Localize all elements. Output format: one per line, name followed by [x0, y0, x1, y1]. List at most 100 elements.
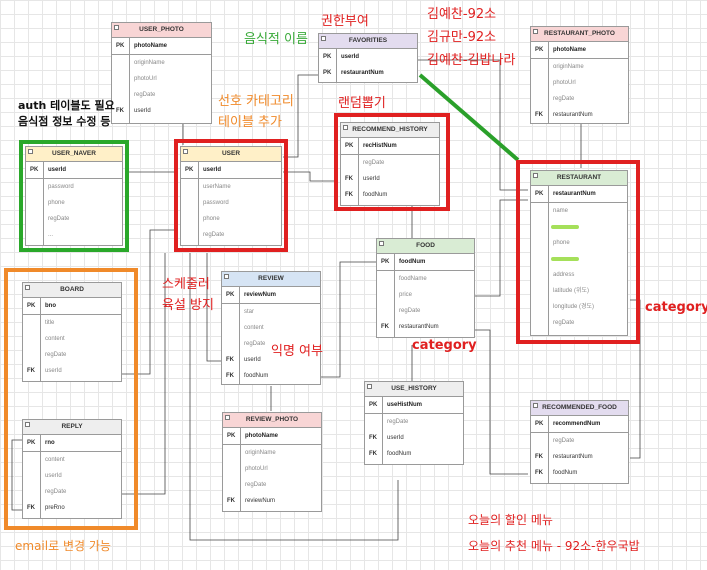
column-name: photoUrl: [553, 80, 576, 86]
annotation-people-3: 김예찬-김밥나라: [427, 53, 516, 68]
annotation-today-recommend: 오늘의 추천 메뉴 - 92소-한우국밥: [468, 539, 640, 553]
column-name: latitude (위도): [553, 288, 590, 294]
highlight-box-board-reply: [4, 268, 138, 530]
annotation-people-1: 김예찬-92소: [427, 7, 497, 22]
column-name: reviewNum: [245, 498, 276, 504]
column-name: reviewNum: [244, 292, 277, 298]
column-name: photoUrl: [134, 76, 157, 82]
column-name: userId: [134, 108, 151, 114]
column-name: regDate: [48, 216, 70, 222]
table-title: REVIEW_PHOTO: [245, 416, 299, 423]
column-name: regDate: [553, 320, 575, 326]
column-name: name: [553, 208, 569, 214]
column-name: photoName: [553, 47, 586, 53]
column-name: ...: [48, 232, 54, 238]
annotation-scheduler-1: 스케줄러: [162, 277, 210, 292]
annotation-authority: 권한부여: [321, 14, 369, 29]
annotation-auth-note-2: 음식점 정보 수정 등: [18, 115, 111, 128]
column-name: regDate: [134, 92, 156, 98]
column-name: recHistNum: [363, 143, 397, 149]
annotation-category-food: category: [412, 338, 477, 353]
table-title: USE_HISTORY: [391, 385, 437, 392]
annotation-auth-note-1: auth 테이블도 필요: [18, 99, 115, 112]
column-name: regDate: [399, 308, 421, 314]
column-name: foodNum: [363, 192, 388, 198]
column-name: useHistNum: [387, 402, 423, 408]
column-name: originName: [553, 64, 584, 70]
column-name: foodNum: [244, 373, 269, 379]
highlight-box-recommend-history: [334, 113, 450, 211]
column-name: photoName: [245, 433, 278, 439]
column-name: rno: [45, 440, 55, 446]
column-name: bno: [45, 303, 56, 309]
column-name: foodNum: [387, 451, 412, 457]
column-name: regDate: [45, 489, 67, 495]
table-title: USER: [221, 150, 241, 157]
column-name: photoUrl: [245, 466, 268, 472]
column-name: preRno: [45, 505, 65, 511]
column-name: title: [45, 320, 55, 326]
column-name: restaurantNum: [553, 191, 596, 197]
column-name: originName: [245, 450, 276, 456]
column-name: userId: [387, 435, 404, 441]
column-name: phone: [48, 200, 65, 206]
column-name: restaurantNum: [399, 324, 439, 330]
column-name: restaurantNum: [553, 454, 593, 460]
column-name: restaurantNum: [341, 70, 384, 76]
column-name: userId: [45, 368, 62, 374]
annotation-people-2: 김규만-92소: [427, 30, 497, 45]
column-name: star: [244, 309, 255, 315]
column-name: regDate: [553, 438, 575, 444]
highlight-scribble: [551, 225, 579, 229]
table-title: FAVORITIES: [348, 37, 388, 44]
annotation-category-restaurant: category: [645, 300, 707, 315]
column-name: userName: [203, 184, 231, 190]
column-name: phone: [553, 240, 570, 246]
annotation-pref-category-1: 선호 카테고리: [218, 94, 294, 109]
column-name: regDate: [363, 160, 385, 166]
annotation-random-pick: 랜덤뽑기: [338, 96, 386, 111]
column-name: regDate: [553, 96, 575, 102]
column-name: regDate: [387, 419, 409, 425]
column-name: price: [399, 292, 413, 298]
column-name: content: [45, 457, 65, 463]
table-title: RECOMMENDED_FOOD: [542, 404, 617, 411]
column-name: regDate: [203, 232, 225, 238]
table-title: RESTAURANT_PHOTO: [544, 30, 615, 37]
column-name: regDate: [244, 341, 266, 347]
highlight-scribble: [551, 257, 579, 261]
table-title: REVIEW: [258, 275, 284, 282]
column-name: regDate: [245, 482, 267, 488]
column-name: content: [45, 336, 65, 342]
column-name: restaurantNum: [553, 112, 593, 118]
table-title: REPLY: [61, 423, 83, 430]
column-name: address: [553, 272, 575, 278]
table-title: RESTAURANT: [556, 174, 602, 181]
column-name: recommendNum: [553, 421, 601, 427]
table-title: BOARD: [60, 286, 84, 293]
table-title: USER_NAVER: [52, 150, 96, 157]
annotation-pref-category-2: 테이블 추가: [218, 115, 282, 130]
annotation-today-sale: 오늘의 할인 메뉴: [468, 513, 553, 527]
column-name: userId: [45, 473, 62, 479]
column-name: foodName: [399, 276, 427, 282]
highlight-box-user-naver: [19, 140, 129, 252]
column-name: password: [48, 184, 74, 190]
annotation-restaurant-name: 음식적 이름: [244, 32, 308, 47]
column-name: longitude (경도): [553, 304, 595, 310]
column-name: phone: [203, 216, 220, 222]
